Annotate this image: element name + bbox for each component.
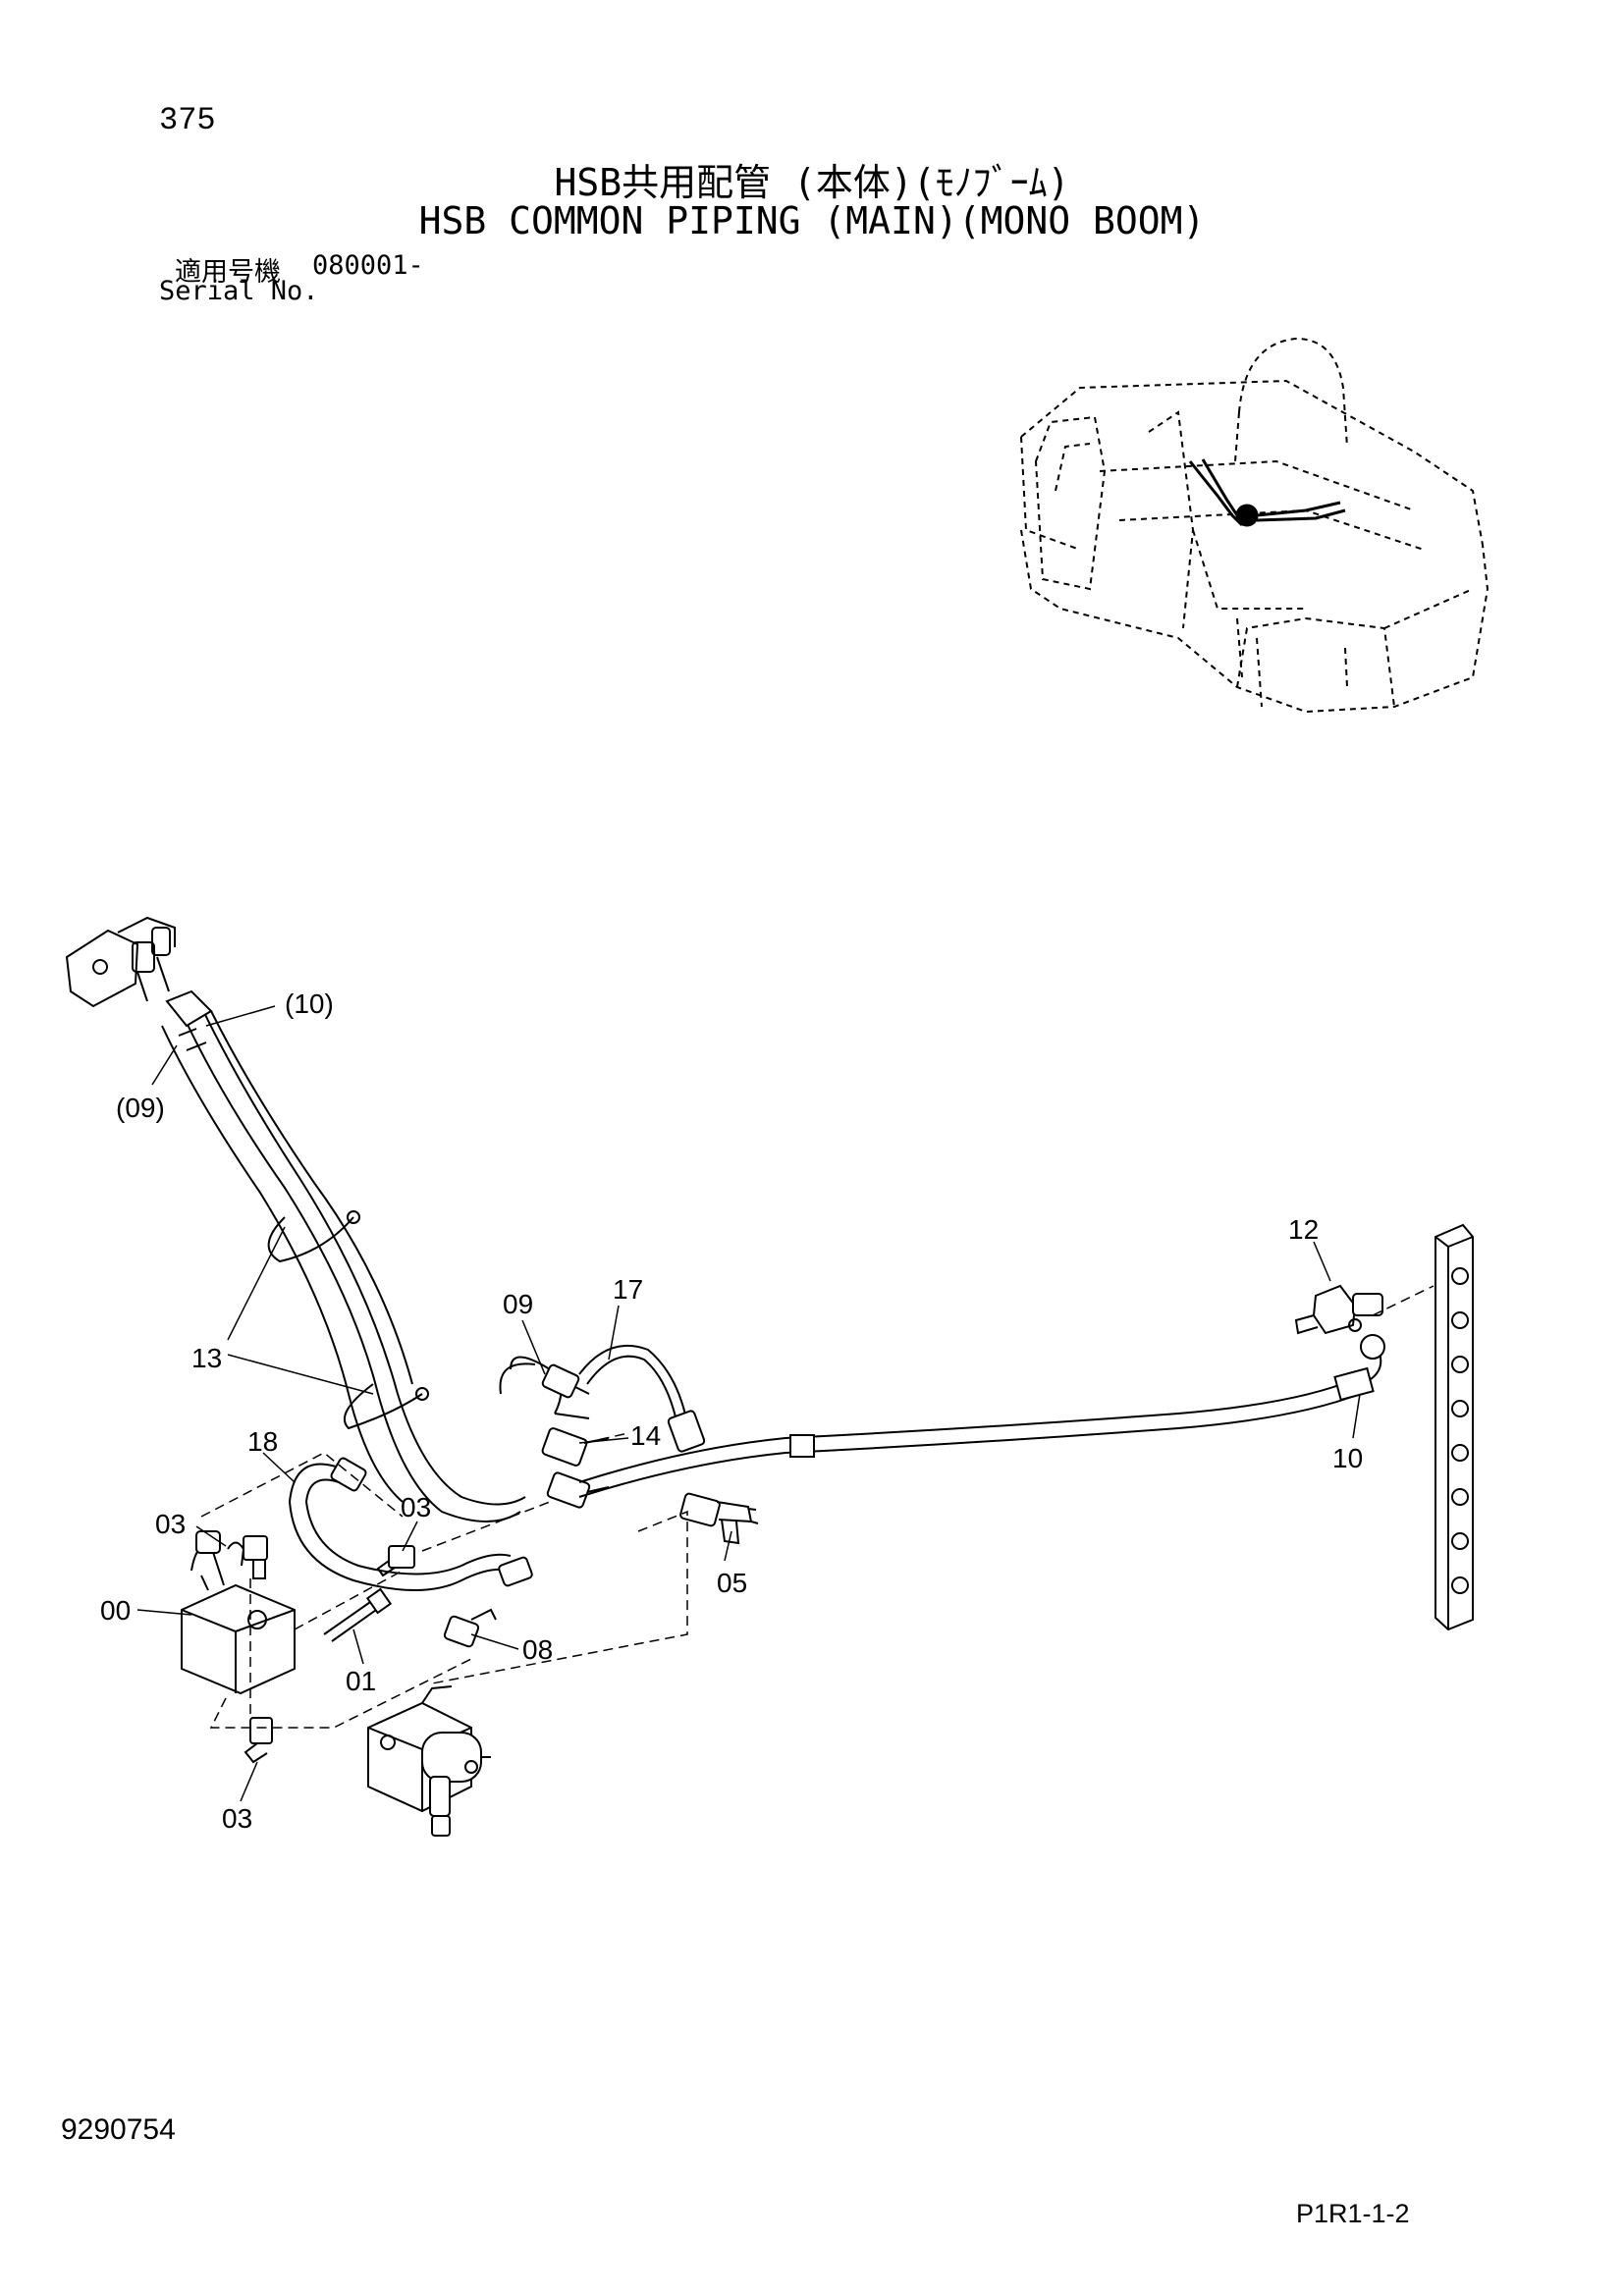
callout-label: 08 [522,1634,553,1665]
callout-labels: (10) (09) 13 09 17 18 14 03 03 00 01 08 … [100,988,1363,1834]
callout-label: (09) [116,1093,165,1123]
overview-highlight-piping [1188,458,1346,527]
title-english: HSB COMMON PIPING (MAIN)(MONO BOOM) [418,199,1206,242]
serial-label-japanese: 適用号機 [175,257,281,288]
callout-label: 01 [346,1666,376,1696]
callout-label: 18 [247,1426,278,1457]
title-japanese: HSB共用配管 (本体)(ﾓﾉﾌﾞｰﾑ) [554,161,1070,204]
callout-label: 03 [401,1492,431,1522]
page-number: 375 [159,102,216,138]
callout-label: 03 [222,1803,252,1834]
leader-lines [136,1005,1361,1802]
serial-value: 080001- [312,250,424,281]
callout-label: 13 [191,1343,222,1373]
callout-label: 00 [100,1595,131,1626]
sheet-code: P1R1-1-2 [1296,2199,1410,2228]
drawing-number: 9290754 [61,2113,176,2146]
main-exploded-diagram [65,916,1474,1837]
callout-label: 14 [630,1420,661,1451]
callout-label: (10) [285,988,334,1019]
callout-label: 12 [1288,1214,1319,1245]
callout-label: 05 [717,1568,747,1598]
callout-label: 10 [1332,1443,1363,1473]
machine-overview-sketch [1020,337,1489,714]
callout-label: 03 [155,1509,186,1539]
serial-label-english: Serial No. [159,276,319,306]
callout-label: 09 [503,1289,533,1319]
callout-label: 17 [613,1274,643,1305]
assembly-dashed-lines [200,1285,1435,1729]
